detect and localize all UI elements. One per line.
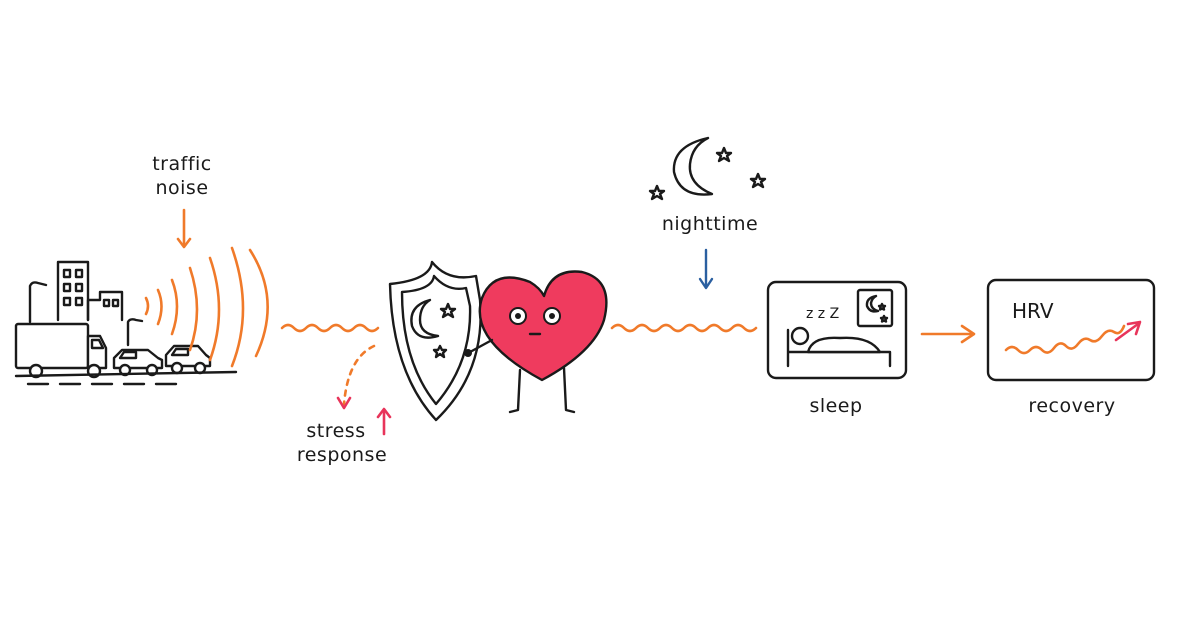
traffic-label: traffic [152, 153, 212, 175]
moon-stars-icon [648, 136, 767, 201]
stress-arrow-down [336, 344, 376, 410]
nighttime-label: nighttime [662, 213, 758, 235]
city-traffic-icon [14, 260, 238, 386]
response-label: response [297, 444, 387, 466]
noise-squiggle-right [610, 323, 758, 333]
recovery-label: recovery [1028, 395, 1115, 417]
stress-up-arrow [376, 407, 392, 436]
noise-label: noise [155, 177, 208, 199]
sleep-label: sleep [809, 395, 862, 417]
stress-label: stress [306, 420, 365, 442]
bed-sleep-icon: z z Z [766, 280, 908, 380]
traffic-arrow [176, 208, 192, 249]
zzz-label: z z Z [806, 306, 839, 322]
night-arrow [698, 248, 714, 290]
noise-squiggle-left [280, 323, 380, 333]
shield-moon-icon [388, 260, 482, 422]
hrv-label: HRV [1012, 299, 1054, 323]
hrv-wave-icon: HRV [986, 278, 1156, 382]
sleep-to-recovery-arrow [920, 324, 976, 344]
sound-waves [144, 246, 269, 368]
heart-character-icon [464, 270, 608, 414]
